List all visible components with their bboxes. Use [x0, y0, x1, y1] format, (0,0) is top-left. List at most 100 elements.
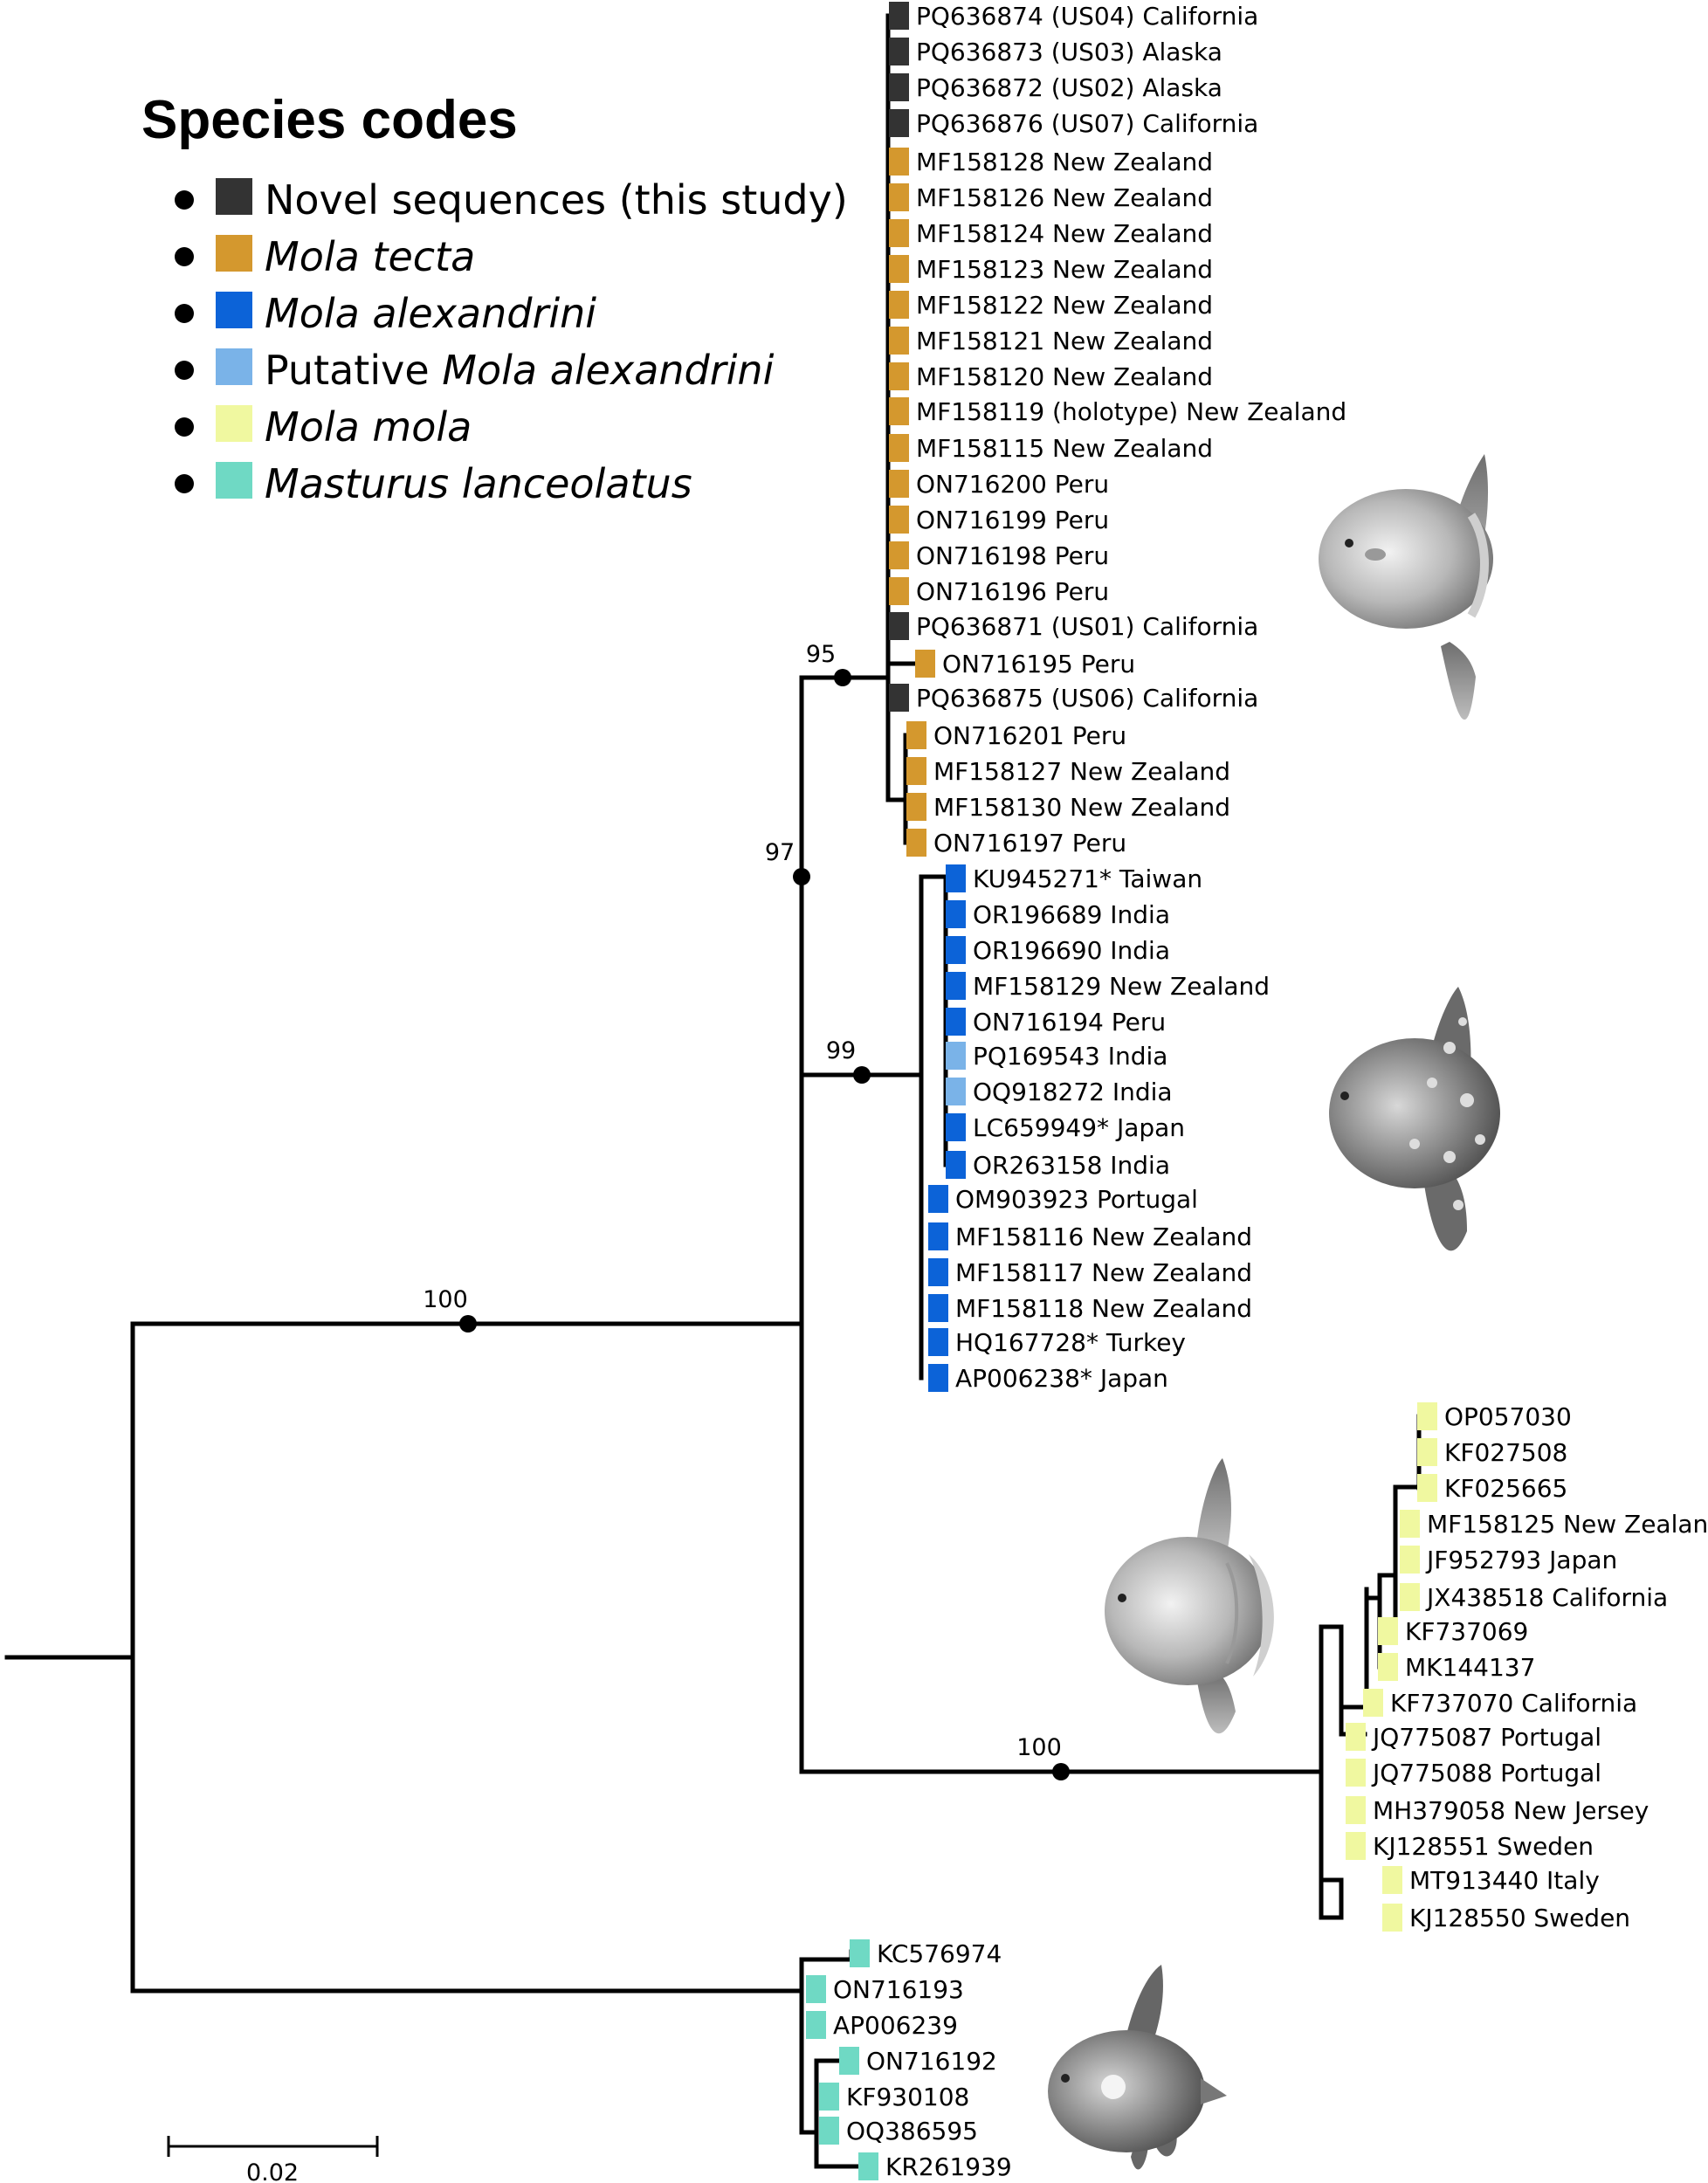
tip-label: PQ636872 (US02) Alaska [916, 73, 1222, 102]
legend-item-mola: Mola mola [175, 403, 472, 451]
tip-mola: KJ128551 Sweden [1346, 1832, 1594, 1861]
tip-mola: KF737069 [1378, 1617, 1528, 1646]
tip-tecta: ON716198 Peru [889, 541, 1109, 570]
tip-label: LC659949* Japan [973, 1113, 1185, 1142]
support-value: 95 [806, 641, 836, 668]
tip-alex: OR196690 India [946, 936, 1170, 965]
legend-label: Mola tecta [265, 233, 475, 280]
tip-label: PQ636873 (US03) Alaska [916, 38, 1222, 66]
tip-label: KF027508 [1444, 1438, 1567, 1467]
tip-label: MF158120 New Zealand [916, 362, 1213, 391]
tip-mast: KC576974 [850, 1939, 1002, 1968]
tip-label: JQ775088 Portugal [1371, 1759, 1601, 1787]
tip-alex: OM903923 Portugal [928, 1185, 1198, 1214]
support-node-dot [834, 669, 851, 686]
tip-species-swatch [889, 470, 909, 498]
tip-alex: KU945271* Taiwan [946, 864, 1202, 893]
tip-species-swatch [889, 73, 909, 101]
tip-label: ON716200 Peru [916, 470, 1109, 499]
tip-mola: MH379058 New Jersey [1346, 1796, 1649, 1825]
tip-label: MF158124 New Zealand [916, 219, 1213, 248]
tip-mola: KF025665 [1417, 1474, 1567, 1503]
support-node-dot [459, 1315, 477, 1333]
tip-label: KJ128550 Sweden [1409, 1904, 1630, 1932]
tip-species-swatch [819, 2117, 839, 2145]
tip-label: ON716193 [833, 1975, 964, 2004]
tip-label: JF952793 Japan [1425, 1546, 1617, 1574]
tip-species-swatch [1346, 1832, 1366, 1860]
tip-species-swatch [889, 541, 909, 569]
tip-alex: OR196689 India [946, 900, 1170, 929]
legend-bullet [175, 190, 194, 210]
tip-species-swatch [906, 793, 926, 821]
tip-species-swatch [839, 2047, 859, 2075]
tip-mola: OP057030 [1417, 1402, 1572, 1431]
tip-species-swatch [928, 1222, 948, 1250]
legend-bullet [175, 361, 194, 380]
support-node-mola_genus: 100 [423, 1286, 477, 1333]
legend-title: Species codes [141, 90, 518, 150]
tip-mast: OQ386595 [819, 2117, 978, 2145]
legend-item-tecta: Mola tecta [175, 233, 475, 280]
tip-tecta: MF158122 New Zealand [889, 291, 1213, 320]
legend-swatch [216, 292, 252, 328]
tree-branches [4, 13, 1435, 2169]
tip-species-swatch [1417, 1402, 1437, 1430]
tip-mast: AP006239 [806, 2011, 958, 2040]
support-node-tecta_clade: 95 [806, 641, 851, 686]
tip-label: HQ167728* Turkey [955, 1328, 1186, 1357]
tip-species-swatch [889, 577, 909, 605]
tip-species-swatch [1346, 1723, 1366, 1751]
tip-mola: MF158125 New Zealand [1400, 1510, 1708, 1539]
tip-label: MF158125 New Zealand [1427, 1510, 1708, 1539]
tip-mola: KF737070 California [1363, 1689, 1637, 1718]
tip-label: MF158126 New Zealand [916, 183, 1213, 212]
tip-label: KF930108 [846, 2083, 969, 2111]
tip-species-swatch [1378, 1653, 1398, 1681]
tip-species-swatch [850, 1939, 870, 1967]
tip-label: ON716197 Peru [933, 829, 1126, 857]
tip-species-swatch [889, 255, 909, 283]
tip-label: MF158116 New Zealand [955, 1222, 1252, 1251]
legend-label: Novel sequences (this study) [265, 176, 848, 224]
tip-species-swatch [889, 362, 909, 390]
tip-label: OP057030 [1444, 1402, 1572, 1431]
tip-novel: PQ636871 (US01) California [889, 612, 1258, 641]
tip-species-swatch [858, 2152, 878, 2180]
tip-species-swatch [889, 397, 909, 425]
tip-label: ON716192 [866, 2047, 997, 2076]
tip-species-swatch [928, 1258, 948, 1286]
tip-species-swatch [889, 2, 909, 30]
tip-label: MF158129 New Zealand [973, 972, 1270, 1001]
tip-label: JX438518 California [1425, 1583, 1668, 1612]
tip-alex: AP006238* Japan [928, 1364, 1168, 1393]
tip-label: MK144137 [1405, 1653, 1535, 1682]
tip-label: PQ636875 (US06) California [916, 684, 1258, 713]
tip-species-swatch [806, 2011, 826, 2039]
tip-species-swatch [1417, 1438, 1437, 1466]
scale-bar-label: 0.02 [246, 2159, 299, 2183]
tip-label: MF158121 New Zealand [916, 327, 1213, 355]
tip-tecta: MF158130 New Zealand [906, 793, 1230, 822]
tip-species-swatch [928, 1364, 948, 1392]
tip-tecta: MF158119 (holotype) New Zealand [889, 397, 1346, 426]
legend-item-putative: Putative Mola alexandrini [175, 347, 775, 394]
tip-mola: KF027508 [1417, 1438, 1567, 1467]
tip-species-swatch [889, 219, 909, 247]
legend-swatch [216, 462, 252, 499]
tip-species-swatch [819, 2083, 839, 2111]
tip-label: MT913440 Italy [1409, 1866, 1600, 1895]
mola-alexandrini-fish-illustration [1329, 987, 1500, 1251]
tip-mola: JQ775088 Portugal [1346, 1759, 1601, 1787]
tip-label: MF158128 New Zealand [916, 148, 1213, 176]
tip-species-swatch [889, 109, 909, 137]
tip-label: PQ636874 (US04) California [916, 2, 1258, 31]
tip-label: PQ636876 (US07) California [916, 109, 1258, 138]
tip-label: OR196690 India [973, 936, 1170, 965]
support-node-dot [793, 868, 810, 885]
tip-label: ON716196 Peru [916, 577, 1109, 606]
tip-label: ON716199 Peru [916, 506, 1109, 534]
tip-alex: MF158116 New Zealand [928, 1222, 1252, 1251]
